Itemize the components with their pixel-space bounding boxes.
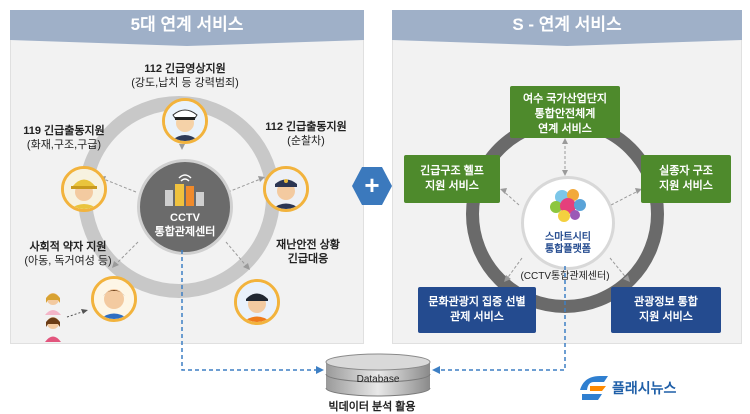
label-disaster-sub: 긴급대응 (287, 253, 329, 265)
label-vulnerable-title: 사회적 약자 지원 (29, 241, 107, 253)
label-112-video-support: 112 긴급영상지원 (강도,납치 등 강력범죄) (115, 62, 255, 90)
rescue-worker-avatar (234, 279, 280, 325)
label-119-sub: (화재,구조,구급) (26, 139, 102, 151)
database-label: Database (356, 374, 400, 385)
left-panel-title: 5대 연계 서비스 (10, 10, 364, 46)
label-119-dispatch: 119 긴급출동지원 (화재,구조,구급) (14, 124, 114, 152)
tourism-info-integration-box: 관광정보 통합 지원 서비스 (611, 287, 721, 333)
label-112-dispatch: 112 긴급출동지원 (순찰차) (256, 120, 356, 148)
missing-person-rescue-box: 실종자 구조 지원 서비스 (641, 155, 731, 203)
cultural-tourism-monitoring-box: 문화관광지 집중 선별 관제 서비스 (418, 287, 536, 333)
yeosu-line-3: 연계 서비스 (538, 123, 592, 135)
platform-line-1: 스마트시티 (545, 232, 591, 243)
women-figures-icon (45, 293, 61, 342)
platform-line-2: 통합플랫폼 (545, 244, 591, 255)
smart-city-platform: 스마트시티 통합플랫폼 (521, 176, 615, 270)
firefighter-avatar (61, 166, 107, 212)
police-dispatch-avatar (263, 166, 309, 212)
colorful-globe-icon (550, 189, 586, 222)
missing-line-2: 지원 서비스 (659, 180, 713, 192)
cctv-control-center: CCTV 통합관제센터 (137, 159, 233, 255)
yeosu-line-2: 통합안전체계 (534, 108, 596, 120)
yeosu-line-1: 여수 국가산업단지 (522, 93, 607, 105)
rescue-line-2: 지원 서비스 (425, 180, 479, 192)
label-112-video-title: 112 긴급영상지원 (144, 63, 226, 75)
label-119-title: 119 긴급출동지원 (23, 125, 105, 137)
tourinfo-line-2: 지원 서비스 (639, 311, 693, 323)
tourinfo-line-1: 관광정보 통합 (634, 296, 698, 308)
bigdata-caption: 빅데이터 분석 활용 (328, 401, 416, 413)
yeosu-industrial-complex-box: 여수 국가산업단지 통합안전체계 연계 서비스 (510, 86, 620, 138)
center-line-1: CCTV (170, 212, 200, 224)
center-line-2: 통합관제센터 (154, 226, 216, 238)
label-vulnerable-support: 사회적 약자 지원 (아동, 독거여성 등) (14, 240, 122, 268)
label-disaster-title: 재난안전 상황 (276, 239, 340, 251)
police-officer-avatar (162, 98, 208, 144)
label-112-video-sub: (강도,납치 등 강력범죄) (131, 77, 239, 89)
label-disaster-response: 재난안전 상황 긴급대응 (262, 238, 354, 266)
emergency-rescue-help-box: 긴급구조 헬프 지원 서비스 (404, 155, 500, 203)
tourism-line-2: 관제 서비스 (450, 311, 504, 323)
missing-line-1: 실종자 구조 (659, 165, 713, 177)
database-icon (325, 353, 431, 397)
right-panel-title: S - 연계 서비스 (392, 10, 742, 46)
label-112-dispatch-sub: (순찰차) (287, 135, 325, 147)
city-buildings-icon (165, 174, 204, 206)
flashnews-logo-mark (580, 376, 608, 400)
rescue-line-1: 긴급구조 헬프 (420, 165, 484, 177)
label-112-dispatch-title: 112 긴급출동지원 (265, 121, 347, 133)
support-arrow-icon (66, 309, 88, 318)
child-avatar (91, 276, 137, 322)
label-vulnerable-sub: (아동, 독거여성 등) (24, 255, 112, 267)
flashnews-logo-text: 플래시뉴스 (612, 380, 677, 396)
flashnews-logo: 플래시뉴스 (578, 372, 698, 406)
tourism-line-1: 문화관광지 집중 선별 (428, 296, 526, 308)
